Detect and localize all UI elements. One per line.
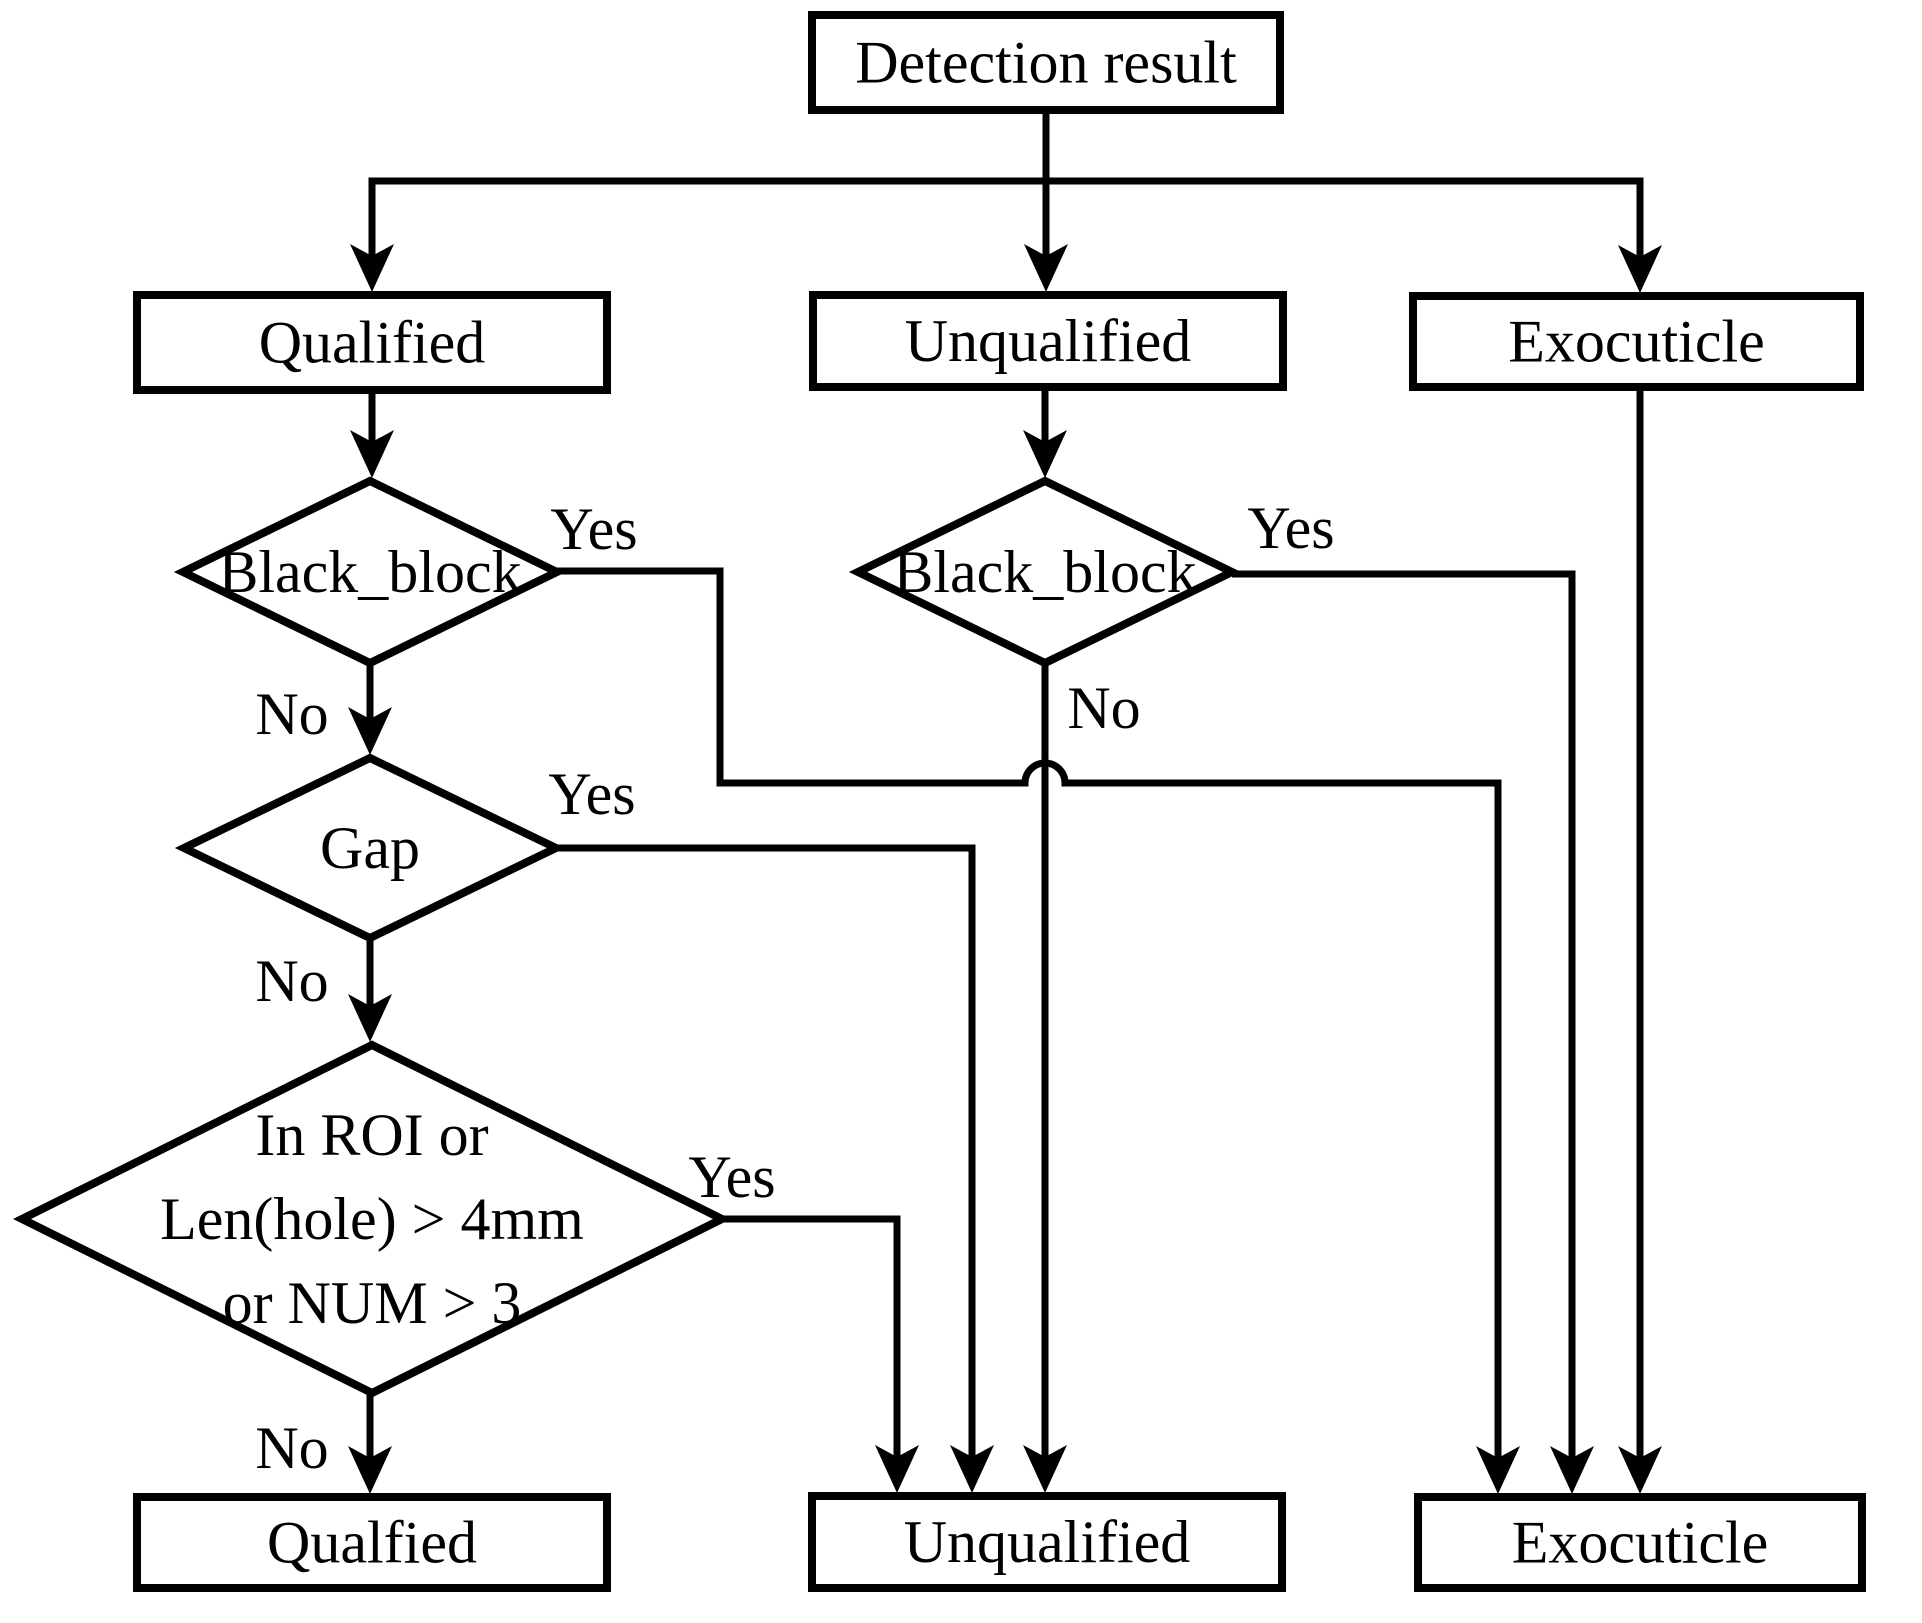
- node-unqualified-top: Unqualified: [809, 291, 1287, 391]
- edge-label-gap-no-no: No: [255, 948, 328, 1014]
- qualified-top-label: Qualified: [259, 310, 486, 376]
- edge-blackblock-u-yes: [1232, 570, 1576, 1460]
- arrowhead-gap-yes: [950, 1445, 994, 1493]
- gap-check-label: Gap: [320, 815, 420, 881]
- arrowhead-gap-no: [348, 994, 392, 1042]
- unqualified-bottom-box: [808, 1492, 1286, 1592]
- edge-blackblock-q-yes: [557, 567, 1502, 1460]
- arrowhead-root-to-qualified: [350, 244, 394, 292]
- node-detection-result: Detection result: [808, 11, 1284, 114]
- edge-root-to-exocuticle: [1046, 177, 1644, 259]
- arrowhead-roi-yes: [875, 1445, 919, 1493]
- detection-result-label: Detection result: [855, 30, 1237, 96]
- node-qualfied-bottom: Qualfied: [133, 1493, 611, 1592]
- node-exocuticle-top: Exocuticle: [1409, 292, 1864, 391]
- edge-gap-yes: [556, 844, 976, 1459]
- blackblock-qualified-diamond: [173, 476, 567, 668]
- blackblock-unqualified-diamond: [848, 476, 1242, 668]
- edge-label-blackblock-u-yes-yes: Yes: [1247, 495, 1334, 561]
- arrowhead-blackblock-q-yes: [1476, 1446, 1520, 1494]
- edge-label-blackblock-q-yes-yes: Yes: [550, 496, 637, 562]
- arrowhead-qualified-to-blackblock: [350, 430, 394, 478]
- arrowhead-unqualified-to-blackblock: [1023, 430, 1067, 478]
- node-unqualified-bottom: Unqualified: [808, 1492, 1286, 1592]
- node-blackblock-unqualified: Black_block: [848, 476, 1242, 668]
- arrowhead-root-to-exocuticle: [1618, 245, 1662, 293]
- unqualified-top-box: [809, 291, 1287, 391]
- arrowhead-exocuticle-straight-down: [1618, 1446, 1662, 1494]
- arrowhead-blackblock-q-no: [348, 707, 392, 755]
- node-exocuticle-bottom: Exocuticle: [1414, 1493, 1866, 1592]
- exocuticle-top-label: Exocuticle: [1508, 309, 1765, 375]
- blackblock-unqualified-label: Black_block: [893, 539, 1196, 605]
- gap-check-diamond: [174, 753, 566, 943]
- exocuticle-bottom-label: Exocuticle: [1512, 1510, 1769, 1576]
- qualified-top-box: [133, 291, 611, 394]
- arrowhead-blackblock-u-yes: [1550, 1446, 1594, 1494]
- arrowhead-blackblock-u-no: [1023, 1445, 1067, 1493]
- unqualified-top-label: Unqualified: [905, 308, 1192, 374]
- exocuticle-top-box: [1409, 292, 1864, 391]
- roi-check-diamond: [13, 1040, 731, 1398]
- blackblock-qualified-label: Black_block: [218, 539, 521, 605]
- unqualified-bottom-label: Unqualified: [904, 1509, 1191, 1575]
- edge-label-blackblock-u-no-no: No: [1067, 675, 1140, 741]
- arrowhead-root-to-unqualified: [1024, 244, 1068, 292]
- edge-label-gap-yes-yes: Yes: [548, 761, 635, 827]
- node-qualified-top: Qualified: [133, 291, 611, 394]
- qualfied-bottom-box: [133, 1493, 611, 1592]
- qualfied-bottom-label: Qualfied: [267, 1510, 477, 1576]
- node-blackblock-qualified: Black_block: [173, 476, 567, 668]
- edge-roi-yes: [722, 1215, 901, 1459]
- edge-root-to-qualified: [368, 177, 1046, 258]
- exocuticle-bottom-box: [1414, 1493, 1866, 1592]
- edges-layer: [348, 110, 1662, 1494]
- edge-label-blackblock-q-no-no: No: [255, 681, 328, 747]
- arrowhead-roi-no: [348, 1446, 392, 1494]
- edge-label-roi-yes-yes: Yes: [688, 1144, 775, 1210]
- detection-result-box: [808, 11, 1284, 114]
- node-gap-check: Gap: [174, 753, 566, 943]
- edge-label-roi-no-no: No: [255, 1415, 328, 1481]
